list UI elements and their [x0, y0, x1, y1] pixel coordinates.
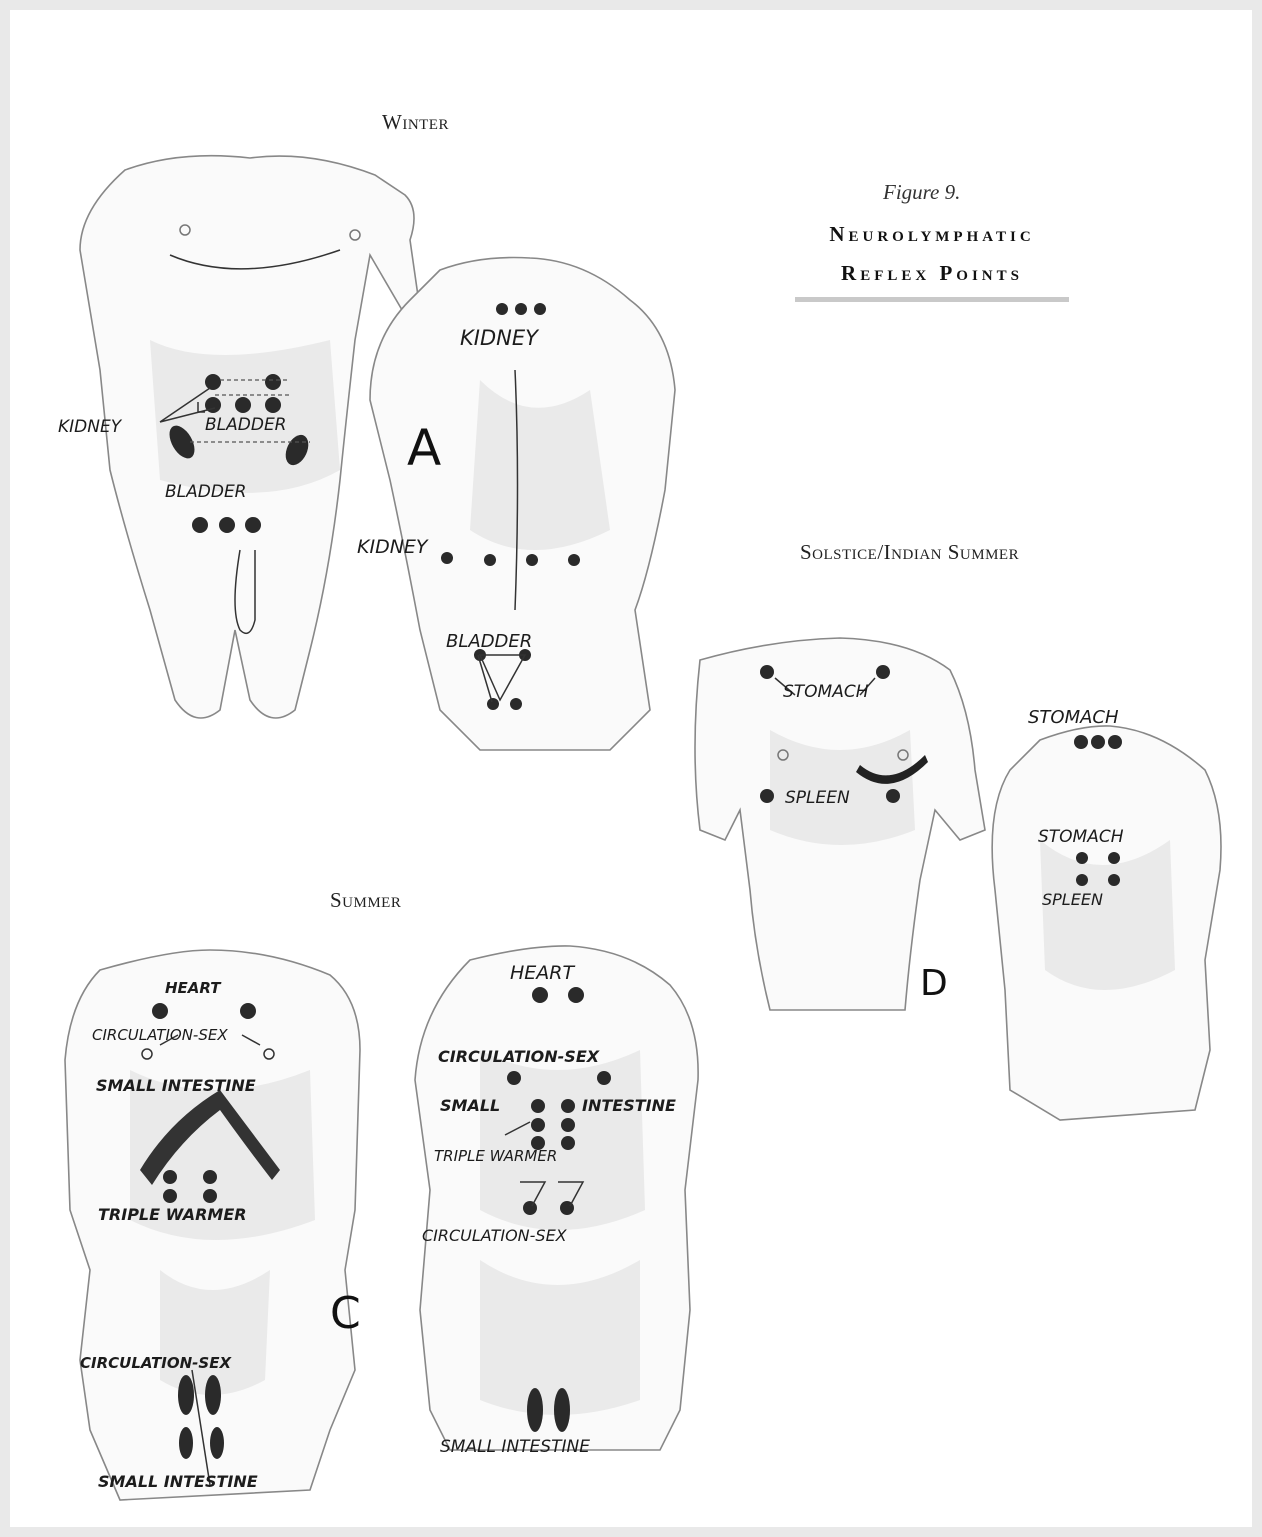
diagram-letter-c: C: [330, 1288, 361, 1339]
reflex-point: [561, 1099, 575, 1113]
label-triple-warmer: TRIPLE WARMER: [434, 1147, 557, 1165]
reflex-point: [210, 1427, 224, 1459]
reflex-point: [235, 397, 251, 413]
label-small-intestine: SMALL INTESTINE: [96, 1076, 256, 1095]
winter-front-body: [80, 156, 420, 718]
reflex-point: [496, 303, 508, 315]
label-small-intestine: SMALL INTESTINE: [440, 1437, 590, 1457]
label-kidney: KIDNEY: [460, 326, 540, 350]
label-kidney: KIDNEY: [357, 536, 429, 558]
reflex-point: [205, 374, 221, 390]
reflex-point: [441, 552, 453, 564]
label-circulation-sex: CIRCULATION-SEX: [422, 1226, 568, 1245]
reflex-point: [179, 1427, 193, 1459]
label-stomach: STOMACH: [1038, 827, 1124, 847]
label-spleen: SPLEEN: [785, 788, 850, 808]
reflex-point: [245, 517, 261, 533]
reflex-point: [876, 665, 890, 679]
label-heart: HEART: [165, 979, 222, 997]
figure-page: Figure 9. Neurolymphatic Reflex Points W…: [10, 10, 1252, 1527]
reflex-point: [152, 1003, 168, 1019]
reflex-point: [526, 554, 538, 566]
reflex-point: [597, 1071, 611, 1085]
label-bladder: BLADDER: [165, 482, 247, 502]
reflex-point: [163, 1170, 177, 1184]
label-circulation-sex: CIRCULATION-SEX: [80, 1354, 232, 1372]
reflex-point: [527, 1388, 543, 1432]
reflex-point: [523, 1201, 537, 1215]
label-triple-warmer: TRIPLE WARMER: [98, 1205, 247, 1224]
reflex-point: [515, 303, 527, 315]
label-circulation-sex: CIRCULATION-SEX: [92, 1026, 228, 1044]
reflex-point: [265, 374, 281, 390]
reflex-point: [510, 698, 522, 710]
reflex-point: [1074, 735, 1088, 749]
label-stomach: STOMACH: [783, 682, 869, 702]
reflex-point: [192, 517, 208, 533]
reflex-point: [203, 1189, 217, 1203]
reflex-point: [240, 1003, 256, 1019]
solstice-back-body: [992, 726, 1221, 1120]
label-heart: HEART: [510, 962, 575, 984]
reflex-point: [531, 1118, 545, 1132]
label-spleen: SPLEEN: [1042, 890, 1103, 909]
reflex-point: [561, 1136, 575, 1150]
diagram-letter-a: A: [407, 419, 441, 477]
diagram-letter-d: D: [920, 963, 948, 1004]
reflex-point: [886, 789, 900, 803]
reflex-point: [532, 987, 548, 1003]
label-bladder: BLADDER: [446, 631, 532, 652]
label-bladder: BLADDER: [205, 415, 287, 435]
reflex-point: [531, 1099, 545, 1113]
label-small-intestine: SMALL INTESTINE: [98, 1472, 258, 1491]
label-stomach: STOMACH: [1028, 707, 1119, 728]
label-intestine: INTESTINE: [582, 1096, 676, 1115]
label-circulation-sex: CIRCULATION-SEX: [438, 1047, 600, 1066]
reflex-point: [1076, 874, 1088, 886]
reflex-point: [1091, 735, 1105, 749]
reflex-point: [568, 987, 584, 1003]
reflex-point: [760, 789, 774, 803]
reflex-point: [178, 1375, 194, 1415]
reflex-point: [265, 397, 281, 413]
label-kidney: KIDNEY: [58, 417, 123, 437]
reflex-point: [561, 1118, 575, 1132]
summer-back-body: [415, 946, 698, 1450]
reflex-point: [1108, 874, 1120, 886]
reflex-point: [568, 554, 580, 566]
reflex-point: [507, 1071, 521, 1085]
reflex-point: [205, 1375, 221, 1415]
reflex-point: [554, 1388, 570, 1432]
reflex-point: [1076, 852, 1088, 864]
label-small: SMALL: [440, 1096, 500, 1115]
reflex-point: [203, 1170, 217, 1184]
reflex-point: [219, 517, 235, 533]
body-diagram-canvas: KIDNEY BLADDER BLADDER KIDNEY KIDNEY BLA…: [10, 10, 1252, 1527]
reflex-point: [487, 698, 499, 710]
reflex-point: [1108, 735, 1122, 749]
reflex-point: [484, 554, 496, 566]
reflex-point: [1108, 852, 1120, 864]
reflex-point: [760, 665, 774, 679]
reflex-point: [163, 1189, 177, 1203]
reflex-point: [534, 303, 546, 315]
